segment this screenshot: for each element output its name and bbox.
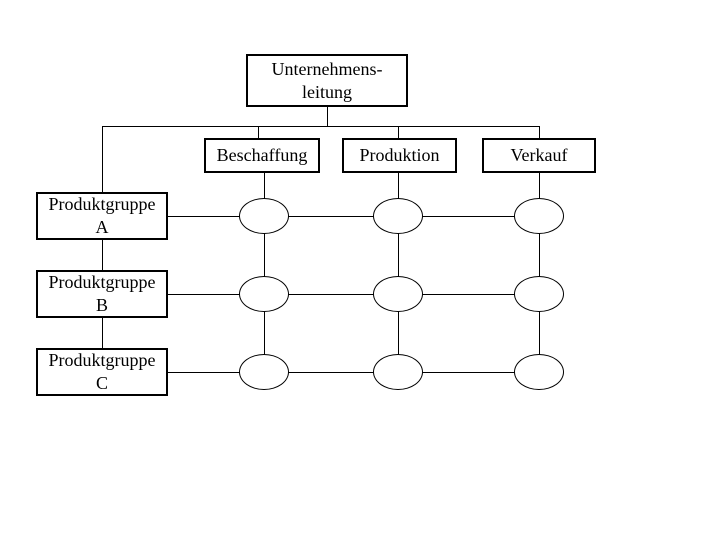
connector-group-a-b (102, 240, 103, 270)
node-beschaffung-label: Beschaffung (216, 145, 308, 165)
connector-drop-productgroups (102, 126, 103, 192)
matrix-cell-a-produktion (373, 198, 423, 234)
connector-root-drop (327, 107, 328, 126)
connector-main-horizontal (102, 126, 540, 127)
node-unternehmensleitung-line1: Unternehmens- (271, 58, 383, 79)
connector-col-produktion (398, 173, 399, 372)
node-produktgruppe-c-line2: C (95, 373, 108, 393)
connector-row-b (168, 294, 539, 295)
node-produktgruppe-b-line1: Produktgruppe (48, 272, 156, 292)
node-produktion: Produktion (342, 138, 457, 173)
connector-drop-verkauf (539, 126, 540, 138)
connector-drop-beschaffung (258, 126, 259, 138)
node-unternehmensleitung-line2: leitung (302, 81, 352, 102)
connector-row-a (168, 216, 539, 217)
node-verkauf-label: Verkauf (510, 145, 568, 165)
node-produktgruppe-a-line1: Produktgruppe (48, 194, 156, 214)
connector-drop-produktion (398, 126, 399, 138)
matrix-cell-c-verkauf (514, 354, 564, 390)
matrix-cell-b-beschaffung (239, 276, 289, 312)
matrix-cell-c-produktion (373, 354, 423, 390)
node-produktion-label: Produktion (359, 145, 440, 165)
node-beschaffung: Beschaffung (204, 138, 320, 173)
matrix-cell-a-beschaffung (239, 198, 289, 234)
matrix-cell-c-beschaffung (239, 354, 289, 390)
connector-col-verkauf (539, 173, 540, 372)
node-unternehmensleitung: Unternehmens- leitung (246, 54, 408, 107)
node-produktgruppe-b-line2: B (95, 295, 108, 315)
node-produktgruppe-a-line2: A (95, 217, 109, 237)
node-produktgruppe-c: Produktgruppe C (36, 348, 168, 396)
matrix-cell-b-verkauf (514, 276, 564, 312)
matrix-cell-a-verkauf (514, 198, 564, 234)
matrix-cell-b-produktion (373, 276, 423, 312)
node-produktgruppe-c-line1: Produktgruppe (48, 350, 156, 370)
node-produktgruppe-a: Produktgruppe A (36, 192, 168, 240)
node-verkauf: Verkauf (482, 138, 596, 173)
node-produktgruppe-b: Produktgruppe B (36, 270, 168, 318)
connector-group-b-c (102, 318, 103, 348)
connector-row-c (168, 372, 539, 373)
connector-col-beschaffung (264, 173, 265, 372)
